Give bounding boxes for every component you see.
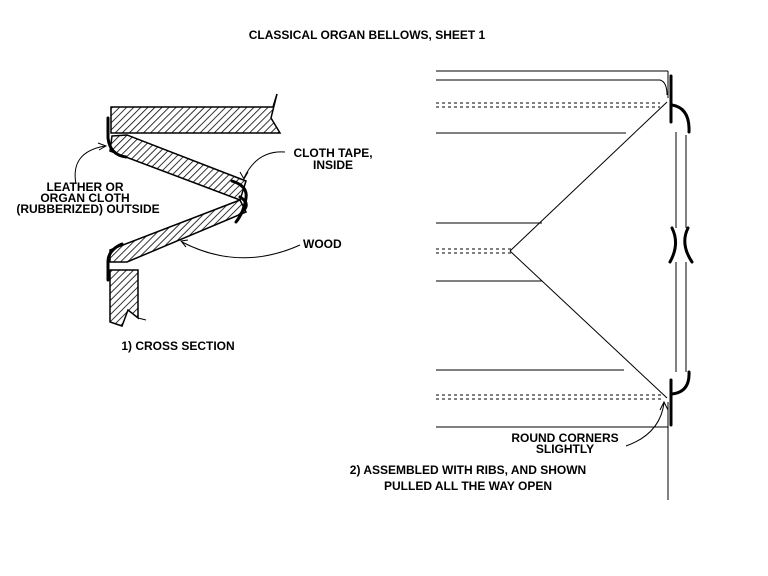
label-leather-line3: (RUBBERIZED) OUTSIDE <box>16 202 159 216</box>
assembled-figure: ROUND CORNERS SLIGHTLY 2) ASSEMBLED WITH… <box>350 70 694 500</box>
arrow-wood <box>181 241 301 259</box>
fold-lower <box>509 250 668 399</box>
arrow-round-corners <box>625 402 665 447</box>
bottom-board <box>109 269 139 327</box>
label-wood: WOOD <box>303 237 342 251</box>
caption-assembled-line1: 2) ASSEMBLED WITH RIBS, AND SHOWN <box>350 463 586 477</box>
label-cloth-tape-line1: CLOTH TAPE, <box>293 146 372 160</box>
cross-section-figure: CLOTH TAPE, INSIDE LEATHER OR ORGAN CLOT… <box>16 93 373 353</box>
arrow-cloth-tape <box>243 151 286 179</box>
label-cloth-tape-line2: INSIDE <box>313 158 353 172</box>
caption-cross-section: 1) CROSS SECTION <box>121 339 234 353</box>
label-leather-line2: ORGAN CLOTH <box>40 191 129 205</box>
caption-assembled-line2: PULLED ALL THE WAY OPEN <box>384 479 552 493</box>
top-board <box>110 93 282 134</box>
leather-hinge-top <box>106 116 128 159</box>
arrow-leather <box>74 145 106 185</box>
label-round-corners-line2: SLIGHTLY <box>536 442 594 456</box>
hinge-middle <box>668 226 677 264</box>
leather-hinge-bottom <box>106 242 124 282</box>
label-leather-line1: LEATHER OR <box>46 180 123 194</box>
label-round-corners-line1: ROUND CORNERS <box>511 431 618 445</box>
sheet-title: CLASSICAL ORGAN BELLOWS, SHEET 1 <box>249 28 486 42</box>
fold-upper <box>509 101 668 252</box>
cloth-tape-middle <box>230 179 248 224</box>
upper-rib <box>109 134 247 201</box>
